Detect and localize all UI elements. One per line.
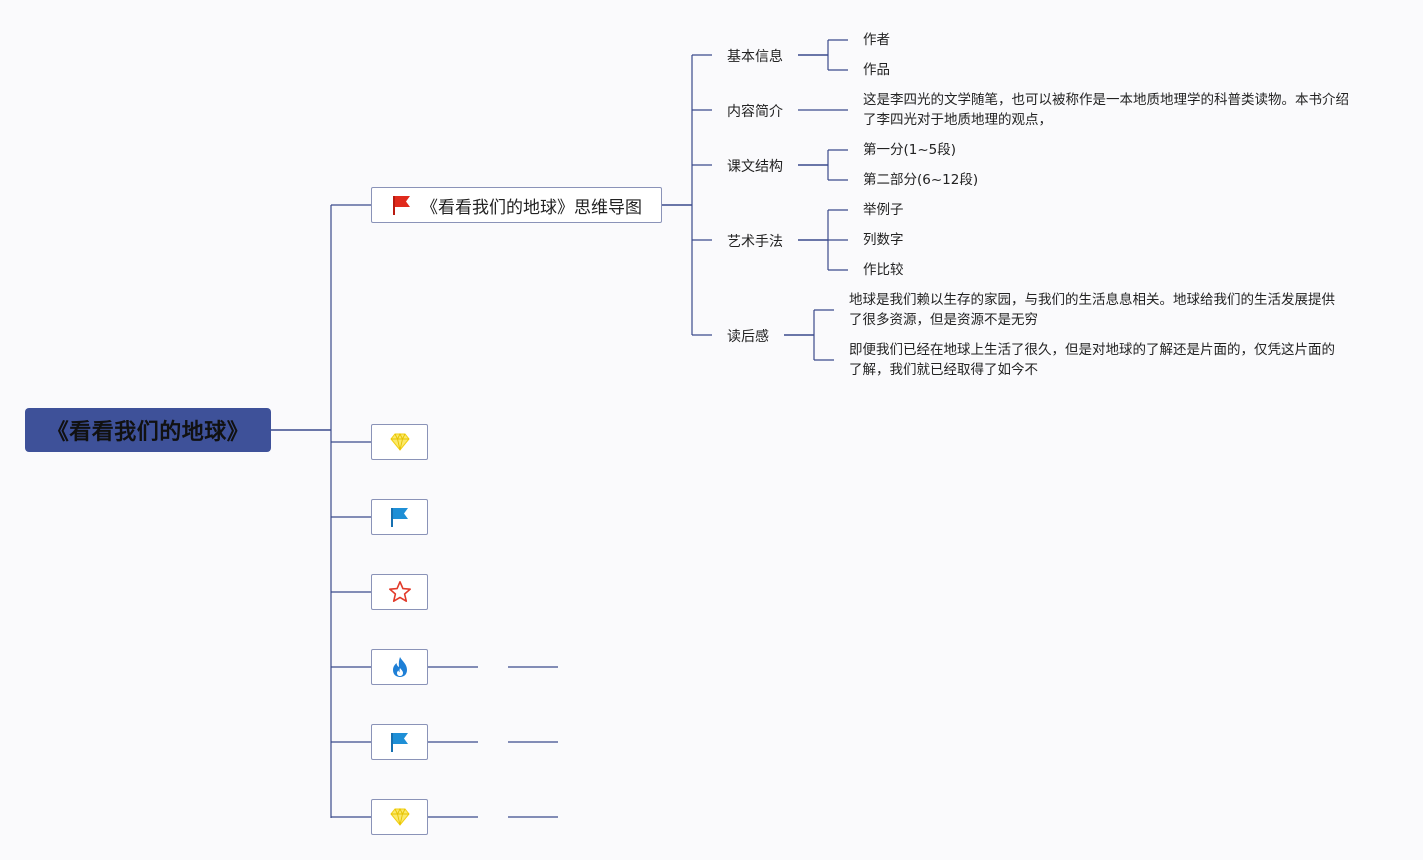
- icon-topic-diamond-2[interactable]: [371, 799, 428, 835]
- leaf-author[interactable]: 作者: [863, 32, 890, 48]
- root-topic[interactable]: 《看看我们的地球》: [25, 408, 271, 452]
- leaf-reflection-one[interactable]: 地球是我们赖以生存的家园，与我们的生活息息相关。地球给我们的生活发展提供了很多资…: [849, 292, 1335, 328]
- branch-basic-info[interactable]: 基本信息: [727, 49, 783, 65]
- diamond-icon: [389, 808, 410, 826]
- leaf-works[interactable]: 作品: [863, 62, 890, 78]
- leaf-part-two[interactable]: 第二部分(6~12段): [863, 172, 979, 188]
- branch-summary[interactable]: 内容简介: [727, 104, 783, 120]
- branch-structure[interactable]: 课文结构: [727, 159, 783, 175]
- icon-topic-blue-flag-2[interactable]: [371, 724, 428, 760]
- diamond-icon: [389, 433, 410, 451]
- leaf-comparison[interactable]: 作比较: [863, 262, 904, 278]
- leaf-part-one[interactable]: 第一分(1~5段): [863, 142, 957, 158]
- blue-flag-icon: [389, 506, 411, 528]
- icon-topic-star[interactable]: [371, 574, 428, 610]
- leaf-numbers[interactable]: 列数字: [863, 232, 904, 248]
- root-topic-label: 《看看我们的地球》: [46, 419, 250, 445]
- fire-icon: [390, 656, 410, 678]
- main-topic[interactable]: 《看看我们的地球》思维导图: [371, 187, 662, 223]
- leaf-summary-text[interactable]: 这是李四光的文学随笔，也可以被称作是一本地质地理学的科普类读物。本书介绍了李四光…: [863, 92, 1349, 128]
- icon-topic-fire[interactable]: [371, 649, 428, 685]
- leaf-examples[interactable]: 举例子: [863, 202, 904, 218]
- blue-flag-icon: [389, 731, 411, 753]
- icon-topic-blue-flag-1[interactable]: [371, 499, 428, 535]
- branch-techniques[interactable]: 艺术手法: [727, 234, 783, 250]
- branch-reflection[interactable]: 读后感: [727, 329, 769, 345]
- main-topic-label: 《看看我们的地球》思维导图: [421, 197, 642, 218]
- leaf-reflection-two[interactable]: 即便我们已经在地球上生活了很久，但是对地球的了解还是片面的，仅凭这片面的了解，我…: [849, 342, 1335, 378]
- red-flag-icon: [391, 194, 413, 216]
- star-icon: [388, 580, 412, 604]
- icon-topic-diamond-1[interactable]: [371, 424, 428, 460]
